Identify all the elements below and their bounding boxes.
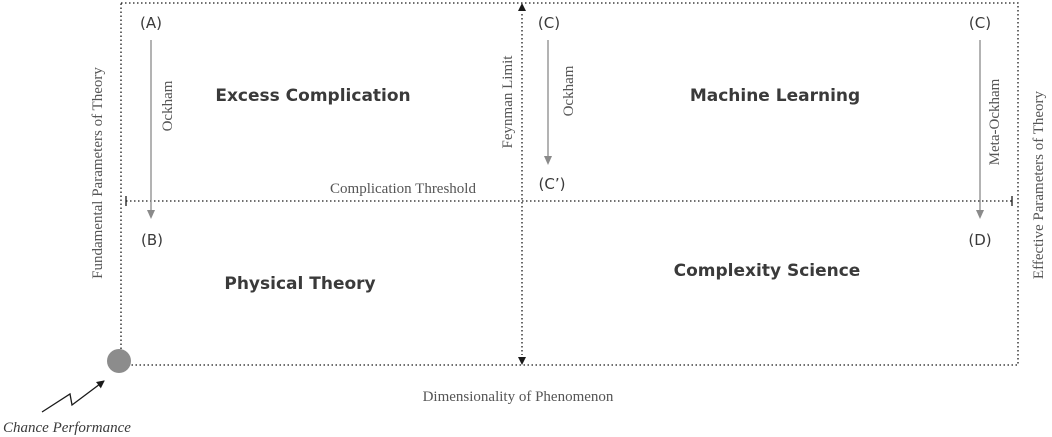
region-physical-theory: Physical Theory bbox=[224, 274, 375, 294]
complication-threshold-label: Complication Threshold bbox=[330, 181, 476, 197]
region-excess-complication: Excess Complication bbox=[215, 86, 410, 106]
feynman-limit-label: Feynman Limit bbox=[500, 55, 516, 149]
region-complexity-science: Complexity Science bbox=[674, 261, 861, 281]
chance-performance-dot bbox=[107, 349, 131, 373]
point-label-c-prime: (C’) bbox=[539, 175, 566, 193]
ockham-arrow-a-to-b-head bbox=[147, 210, 155, 219]
region-machine-learning: Machine Learning bbox=[690, 86, 860, 106]
ockham-label-middle: Ockham bbox=[561, 65, 577, 116]
feynman-limit-bottom-arrowhead bbox=[518, 357, 526, 365]
axis-label-left: Fundamental Parameters of Theory bbox=[90, 67, 106, 279]
feynman-limit-top-arrowhead bbox=[518, 3, 526, 11]
chance-performance-pointer bbox=[41, 380, 105, 413]
point-label-b: (B) bbox=[141, 231, 163, 249]
ockham-arrow-c-to-c-prime-head bbox=[544, 156, 552, 165]
ockham-label-left: Ockham bbox=[160, 80, 176, 131]
axis-label-bottom: Dimensionality of Phenomenon bbox=[423, 389, 614, 405]
chance-performance-label: Chance Performance bbox=[3, 420, 131, 436]
point-label-d: (D) bbox=[968, 231, 991, 249]
point-label-c-left: (C) bbox=[538, 14, 560, 32]
axis-label-right: Effective Parameters of Theory bbox=[1031, 90, 1047, 279]
point-label-a: (A) bbox=[140, 14, 162, 32]
diagram-frame bbox=[120, 2, 1019, 366]
meta-ockham-arrow-c-to-d-head bbox=[976, 210, 984, 219]
point-label-c-right: (C) bbox=[969, 14, 991, 32]
meta-ockham-label: Meta-Ockham bbox=[987, 78, 1003, 165]
